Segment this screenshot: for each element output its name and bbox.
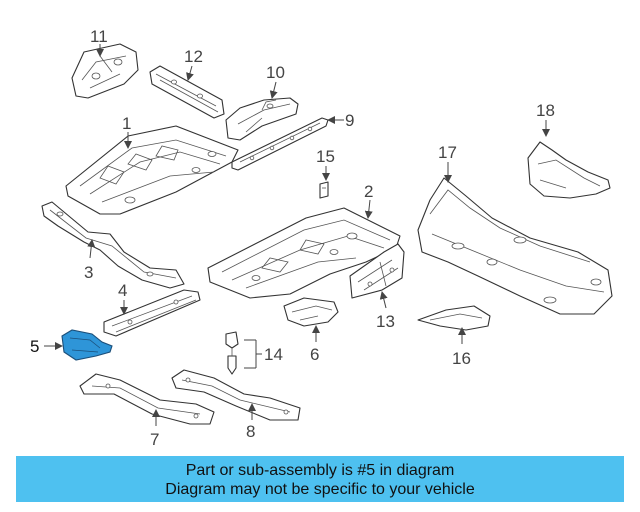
callout-14: 14 (264, 345, 283, 364)
part-12-rail (149, 65, 225, 119)
part-3-side-rail (41, 201, 185, 289)
callout-4: 4 (118, 281, 127, 300)
callout-1: 1 (122, 114, 131, 133)
part-2-center-floor-pan (207, 207, 401, 299)
callout-18: 18 (536, 101, 555, 120)
callout-6: 6 (310, 345, 319, 364)
callout-13: 13 (376, 312, 395, 331)
part-14-fasteners (225, 331, 239, 375)
info-banner: Part or sub-assembly is #5 in diagram Di… (16, 456, 624, 502)
callout-16: 16 (452, 349, 471, 368)
part-9-reinforcement (231, 117, 329, 171)
part-18-bracket (527, 141, 611, 199)
part-7-lower-crossmember (79, 373, 215, 425)
callout-2: 2 (364, 182, 373, 201)
callout-5: 5 (30, 337, 39, 356)
callout-17: 17 (438, 143, 457, 162)
banner-line-1: Part or sub-assembly is #5 in diagram (185, 462, 455, 479)
part-15-clip (319, 181, 329, 199)
callout-11: 11 (90, 27, 108, 46)
banner-line-2: Diagram may not be specific to your vehi… (165, 481, 475, 498)
callout-12: 12 (184, 47, 203, 66)
part-13-bracket (349, 243, 405, 299)
callout-7: 7 (150, 430, 159, 449)
part-10-bracket (225, 97, 299, 141)
part-16-plate (417, 305, 491, 331)
callout-10: 10 (266, 63, 285, 82)
part-1-front-floor-pan (65, 125, 239, 215)
part-6-bracket (283, 297, 339, 327)
parts-diagram: 11 12 10 9 1 (30, 27, 613, 449)
part-5-highlighted-bracket (61, 329, 113, 361)
callout-15: 15 (316, 147, 335, 166)
part-17-rear-floor-pan (417, 177, 613, 315)
callout-3: 3 (84, 263, 93, 282)
part-11-bracket (71, 43, 139, 99)
callout-8: 8 (246, 422, 255, 441)
part-8-crossmember (171, 369, 301, 421)
callout-9: 9 (345, 111, 354, 130)
part-4-crossmember (103, 289, 201, 337)
